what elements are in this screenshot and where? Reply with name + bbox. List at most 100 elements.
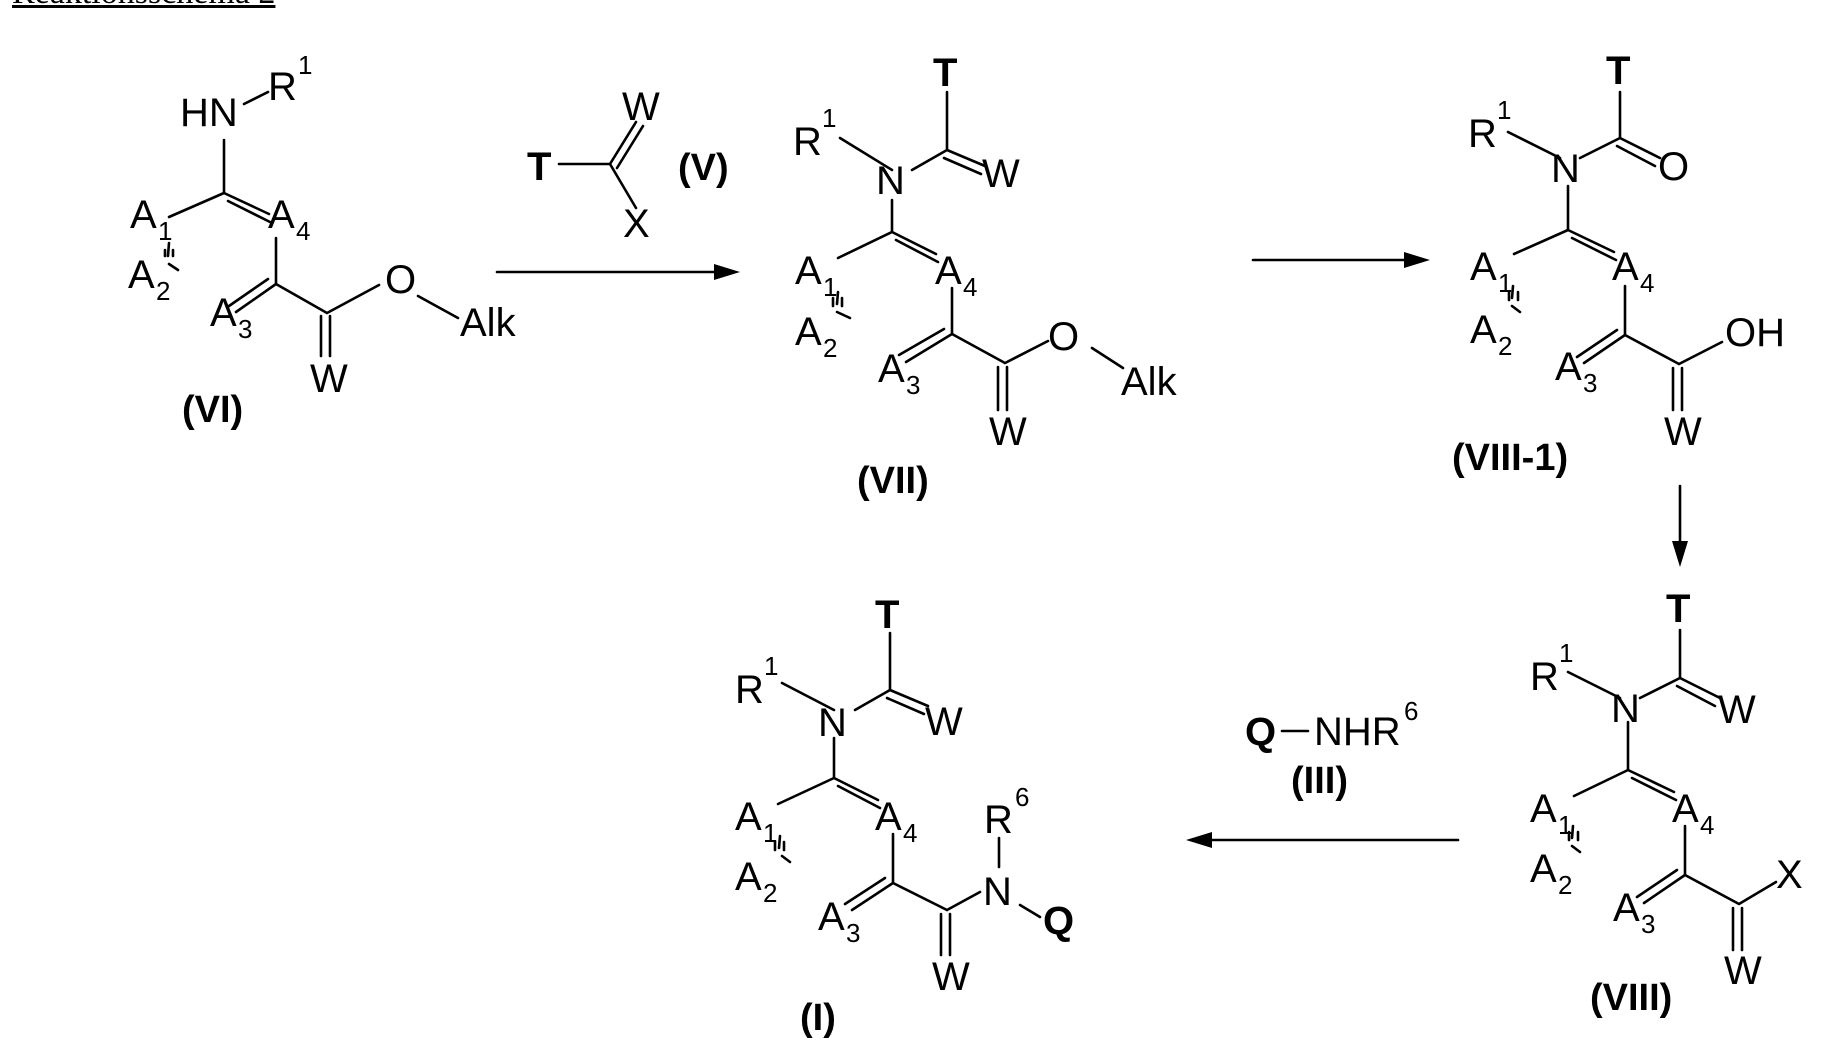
atom-O: O: [1048, 315, 1079, 359]
compound-label-I: (I): [800, 997, 836, 1039]
atom-A2: A: [735, 855, 762, 899]
compound-label-VIII: (VIII): [1590, 977, 1672, 1019]
atom-W: W: [1664, 410, 1702, 454]
subscript-3: 3: [846, 918, 860, 948]
atom-R: R: [1468, 112, 1497, 156]
atom-NHR: NHR: [1314, 710, 1401, 754]
atom-A4: A: [1672, 787, 1699, 831]
compound-VIII-1: T R 1 N O A 1 A 4 A 2 A 3 OH W (VIII-1): [1452, 49, 1785, 479]
subscript-4: 4: [963, 272, 977, 302]
atom-A3: A: [818, 895, 845, 939]
compound-label-VII: (VII): [857, 460, 929, 502]
atom-N: N: [1611, 687, 1640, 731]
superscript-6: 6: [1015, 782, 1029, 812]
subscript-1: 1: [1558, 810, 1572, 840]
atom-W: W: [1718, 688, 1756, 732]
subscript-3: 3: [1641, 909, 1655, 939]
atom-R: R: [793, 120, 822, 164]
atom-X: X: [1776, 853, 1803, 897]
subscript-1: 1: [158, 216, 172, 246]
atom-A1: A: [130, 193, 157, 237]
atom-X: X: [623, 202, 650, 246]
atom-A1: A: [1530, 787, 1557, 831]
atom-A4: A: [935, 249, 962, 293]
atom-A2: A: [128, 253, 155, 297]
subscript-4: 4: [1700, 810, 1714, 840]
compound-VIII: T R 1 N W A 1 A 4 A 2 A 3 X W (VIII): [1530, 587, 1803, 1019]
atom-T: T: [1666, 587, 1690, 631]
compound-VI: HN R 1 A 1 A 4 A 2 A 3 O Alk W (VI): [128, 50, 517, 431]
atom-W: W: [1724, 949, 1762, 993]
arrow-VIII-to-I: [1186, 832, 1458, 848]
subscript-4: 4: [296, 216, 310, 246]
arrow-VI-to-VII: [497, 264, 740, 280]
atom-A2: A: [1470, 308, 1497, 352]
subscript-4: 4: [1640, 268, 1654, 298]
atom-N: N: [876, 159, 905, 203]
superscript-1: 1: [822, 103, 836, 133]
subscript-1: 1: [763, 818, 777, 848]
subscript-2: 2: [1558, 870, 1572, 900]
atom-R: R: [984, 798, 1013, 842]
compound-I: T R 1 N W A 1 A 4 A 2 A 3 R 6 N Q W (I): [735, 593, 1074, 1039]
superscript-1: 1: [764, 651, 778, 681]
atom-A1: A: [735, 795, 762, 839]
atom-A2: A: [1530, 847, 1557, 891]
atom-Alk: Alk: [1121, 360, 1178, 404]
atom-A1: A: [1470, 245, 1497, 289]
subscript-1: 1: [1498, 268, 1512, 298]
subscript-1: 1: [823, 272, 837, 302]
atom-T: T: [527, 145, 551, 189]
atom-T: T: [1606, 49, 1630, 93]
atom-A4: A: [875, 795, 902, 839]
atom-W: W: [925, 700, 963, 744]
atom-Q: Q: [1043, 899, 1074, 943]
superscript-1: 1: [1497, 95, 1511, 125]
compound-label-V: (V): [678, 147, 729, 189]
subscript-2: 2: [1498, 331, 1512, 361]
atom-R: R: [1530, 655, 1559, 699]
arrow-VII-to-VIII-1: [1253, 252, 1430, 268]
atom-T: T: [875, 593, 899, 637]
atom-A3: A: [1555, 345, 1582, 389]
reagent-V: T W X (V): [527, 85, 729, 246]
compound-label-VI: (VI): [182, 389, 243, 431]
subscript-3: 3: [1583, 368, 1597, 398]
atom-O: O: [1658, 145, 1689, 189]
compound-VII: T R 1 N W A 1 A 4 A 2 A 3 O Alk W (VII): [793, 51, 1178, 502]
subscript-2: 2: [156, 276, 170, 306]
atom-W: W: [310, 357, 348, 401]
subscript-4: 4: [903, 818, 917, 848]
atom-W: W: [989, 410, 1027, 454]
superscript-1: 1: [1559, 638, 1573, 668]
compound-label-III: (III): [1291, 760, 1348, 802]
subscript-2: 2: [763, 878, 777, 908]
atom-R: R: [268, 65, 297, 109]
superscript-1: 1: [298, 50, 312, 80]
atom-N: N: [1551, 147, 1580, 191]
atom-HN: HN: [180, 91, 238, 135]
compound-label-VIII-1: (VIII-1): [1452, 437, 1568, 479]
atom-OH: OH: [1725, 311, 1785, 355]
atom-W: W: [982, 152, 1020, 196]
atom-T: T: [933, 51, 957, 95]
atom-A3: A: [210, 291, 237, 335]
reagent-III: Q NHR 6 (III): [1245, 696, 1418, 802]
atom-A2: A: [795, 310, 822, 354]
atom-A4: A: [1612, 245, 1639, 289]
atom-W: W: [932, 955, 970, 999]
atom-A1: A: [795, 249, 822, 293]
atom-A3: A: [878, 347, 905, 391]
superscript-6: 6: [1404, 696, 1418, 726]
atom-Q: Q: [1245, 710, 1276, 754]
subscript-2: 2: [823, 333, 837, 363]
atom-N: N: [818, 701, 847, 745]
atom-R: R: [735, 668, 764, 712]
atom-A4: A: [268, 193, 295, 237]
atom-W: W: [622, 85, 660, 129]
atom-N: N: [983, 870, 1012, 914]
subscript-3: 3: [238, 314, 252, 344]
arrow-VIII-1-to-VIII: [1672, 486, 1688, 567]
